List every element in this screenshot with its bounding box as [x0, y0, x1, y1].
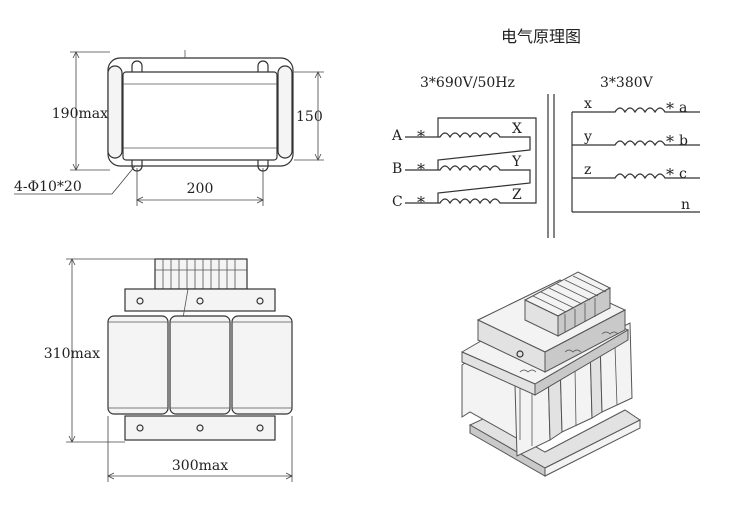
- isometric-view: [460, 271, 641, 477]
- height-190max-label: 190max: [52, 106, 108, 122]
- primary-coil-c: [405, 198, 510, 205]
- secondary-coil-a: [572, 107, 700, 114]
- top-clamp: [124, 288, 276, 312]
- secondary-output-c: c: [679, 166, 687, 182]
- secondary-coil-b: [572, 140, 700, 147]
- slot-top-left: [131, 60, 143, 72]
- primary-voltage-label: 3*690V/50Hz: [420, 75, 515, 91]
- top-view: 190max 150 200 4-Φ10*20: [14, 50, 324, 206]
- delta-link-1: [437, 136, 531, 170]
- top-view-outer-body: [107, 57, 294, 167]
- primary-end-z: Z: [512, 187, 522, 203]
- secondary-voltage-label: 3*380V: [600, 75, 654, 91]
- secondary-start-x: x: [584, 96, 592, 112]
- coil-left: [107, 315, 169, 415]
- secondary-start-z: z: [584, 162, 591, 178]
- polarity-mark-sa: *: [666, 99, 674, 118]
- hole-label: 4-Φ10*20: [14, 179, 82, 195]
- primary-input-c: C: [392, 194, 403, 210]
- front-view: 310max 300max: [44, 258, 293, 482]
- delta-link-2: [437, 169, 531, 203]
- primary-coil-a: [405, 132, 510, 139]
- top-view-core: [122, 71, 278, 161]
- slot-top-right: [257, 60, 269, 72]
- delta-link-3: [437, 117, 537, 204]
- primary-input-b: B: [392, 161, 402, 177]
- width-200-label: 200: [187, 181, 214, 197]
- secondary-coil-c: [572, 173, 700, 180]
- primary-coil-b: [405, 165, 510, 172]
- polarity-mark-sb: *: [666, 132, 674, 151]
- bottom-clamp: [124, 415, 276, 441]
- primary-input-a: A: [391, 128, 403, 144]
- neutral-label: n: [681, 197, 690, 213]
- primary-end-y: Y: [511, 154, 522, 170]
- coil-right: [231, 315, 293, 415]
- polarity-mark-sc: *: [666, 165, 674, 184]
- schematic: 电气原理图 3*690V/50Hz 3*380V A B C * * * X Y…: [391, 27, 700, 238]
- primary-end-x: X: [512, 121, 522, 137]
- secondary-output-b: b: [679, 133, 688, 149]
- coil-middle: [169, 315, 231, 415]
- width-300max-label: 300max: [172, 458, 228, 474]
- secondary-output-a: a: [679, 100, 687, 116]
- height-310max-label: 310max: [44, 346, 100, 362]
- schematic-title: 电气原理图: [501, 27, 581, 46]
- secondary-start-y: y: [583, 129, 592, 145]
- height-150-label: 150: [296, 109, 323, 125]
- terminal-strip: [154, 258, 248, 290]
